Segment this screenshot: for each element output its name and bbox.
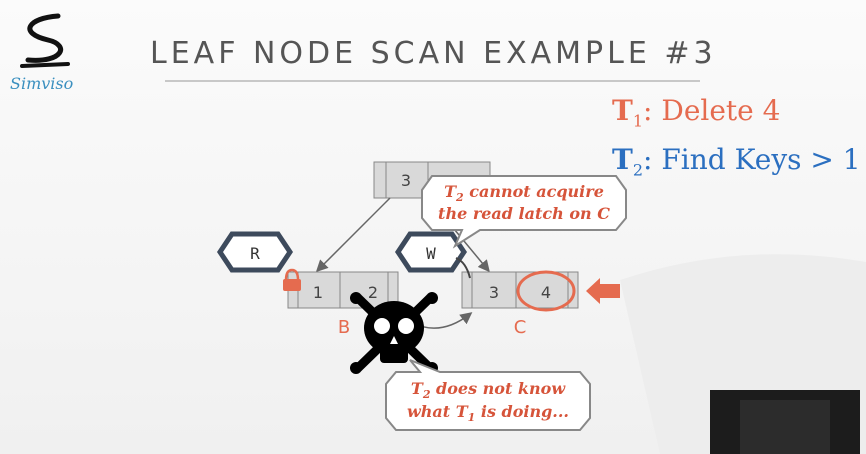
- op-find: T2: Find Keys > 1: [612, 143, 861, 180]
- write-latch: W: [394, 231, 468, 273]
- callout-latch-line1: T2 cannot acquire: [444, 182, 604, 204]
- write-latch-label: W: [426, 244, 436, 263]
- txn-t2: T: [612, 143, 633, 176]
- txn-t1: T: [612, 94, 633, 127]
- op-delete-text: : Delete 4: [643, 94, 781, 127]
- delete-arrow-icon: [586, 278, 620, 304]
- skull-crossbones-icon: [350, 292, 438, 374]
- slide-title: LEAF NODE SCAN EXAMPLE #3: [150, 36, 717, 71]
- delete-target-highlight: [516, 270, 576, 312]
- presenter-video: [710, 390, 860, 454]
- leaf-c-key-4: 4: [541, 283, 551, 302]
- txn-t1-sub: 1: [632, 111, 644, 131]
- read-latch: R: [216, 231, 294, 273]
- callout-latch: T2 cannot acquire the read latch on C: [421, 175, 627, 249]
- leaf-b-key-1: 1: [313, 283, 323, 302]
- lock-icon: [283, 268, 301, 291]
- leaf-c-key-3: 3: [489, 283, 499, 302]
- simviso-logo: [20, 13, 70, 68]
- write-latch-pointer: [455, 257, 471, 279]
- brand-name: Simviso: [10, 74, 74, 93]
- callout-unaware-line1: T2 does not know: [411, 379, 566, 401]
- callout-unaware-line2: what T1 is doing...: [407, 402, 569, 424]
- op-find-text: : Find Keys > 1: [643, 143, 861, 176]
- read-latch-label: R: [250, 244, 260, 263]
- leaf-c-label: C: [514, 317, 527, 338]
- leaf-b-label: B: [338, 317, 350, 338]
- title-divider: [165, 80, 700, 82]
- leaf-node-c: 3 4: [461, 271, 579, 309]
- leaf-node-b: 1 2: [287, 271, 399, 309]
- root-key: 3: [401, 171, 411, 190]
- op-delete: T1: Delete 4: [612, 94, 780, 131]
- pointer-to-b: [315, 197, 391, 273]
- leaf-b-key-2: 2: [368, 283, 378, 302]
- callout-latch-line2: the read latch on C: [438, 204, 610, 223]
- callout-unaware: T2 does not know what T1 is doing...: [385, 359, 591, 431]
- txn-t2-sub: 2: [632, 160, 644, 180]
